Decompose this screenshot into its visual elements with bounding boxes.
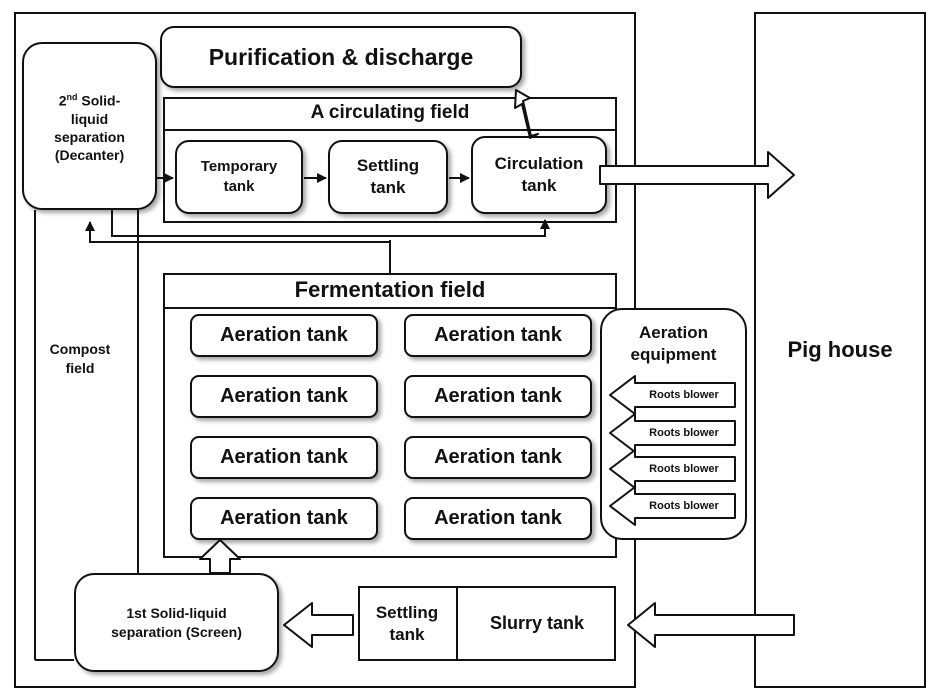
roots-blower: Roots blower bbox=[607, 485, 739, 527]
roots-blower-shape bbox=[609, 413, 736, 453]
circulating-field-title-bar: A circulating field bbox=[163, 97, 617, 131]
first-separation-screen: 1st Solid-liquid separation (Screen) bbox=[74, 573, 279, 672]
pig-house-label: Pig house bbox=[787, 337, 893, 362]
circulating-field-title: A circulating field bbox=[310, 102, 470, 123]
roots-blower-label: Roots blower bbox=[649, 463, 719, 475]
second-separation-line2: liquid bbox=[70, 110, 109, 127]
purification-discharge-label: Purification & discharge bbox=[208, 43, 474, 70]
temporary-tank: Temporary tank bbox=[175, 140, 303, 214]
settling-tank-top-label: Settling tank bbox=[356, 156, 420, 197]
purification-discharge-box: Purification & discharge bbox=[160, 26, 522, 88]
temporary-tank-label: Temporary tank bbox=[200, 158, 278, 195]
aeration-tank: Aeration tank bbox=[404, 375, 592, 418]
roots-blower-shape bbox=[609, 486, 736, 526]
roots-blower-label: Roots blower bbox=[649, 389, 719, 401]
pig-house: Pig house bbox=[754, 12, 926, 688]
aeration-tank: Aeration tank bbox=[190, 314, 378, 357]
roots-blower: Roots blower bbox=[607, 448, 739, 490]
compost-field-label: Compost field bbox=[49, 341, 111, 376]
roots-blower-shape bbox=[609, 375, 736, 415]
second-separation-line4: (Decanter) bbox=[54, 146, 125, 163]
aeration-equipment-title: Aeration equipment bbox=[630, 323, 717, 364]
aeration-tank: Aeration tank bbox=[190, 436, 378, 479]
second-separation-line1: 2nd Solid- bbox=[58, 92, 121, 109]
fermentation-field-title-bar: Fermentation field bbox=[163, 273, 617, 309]
second-separation-decanter: 2nd Solid- liquid separation (Decanter) bbox=[22, 42, 157, 210]
fermentation-field-title: Fermentation field bbox=[294, 277, 486, 302]
circulation-tank-label: Circulation tank bbox=[494, 154, 584, 195]
aeration-tank: Aeration tank bbox=[190, 497, 378, 540]
roots-blower: Roots blower bbox=[607, 374, 739, 416]
roots-blower: Roots blower bbox=[607, 412, 739, 454]
circulation-tank: Circulation tank bbox=[471, 136, 607, 214]
aeration-tank: Aeration tank bbox=[404, 436, 592, 479]
aeration-tank: Aeration tank bbox=[190, 375, 378, 418]
settling-tank-bottom: Settling tank bbox=[358, 586, 458, 661]
settling-slurry-tank-group bbox=[358, 586, 616, 661]
roots-blower-label: Roots blower bbox=[649, 427, 719, 439]
aeration-tank: Aeration tank bbox=[404, 314, 592, 357]
aeration-tank: Aeration tank bbox=[404, 497, 592, 540]
second-separation-line3: separation bbox=[54, 128, 125, 145]
settling-tank-top: Settling tank bbox=[328, 140, 448, 214]
roots-blower-shape bbox=[609, 449, 736, 489]
slurry-tank: Slurry tank bbox=[489, 613, 585, 633]
roots-blower-label: Roots blower bbox=[649, 500, 719, 512]
